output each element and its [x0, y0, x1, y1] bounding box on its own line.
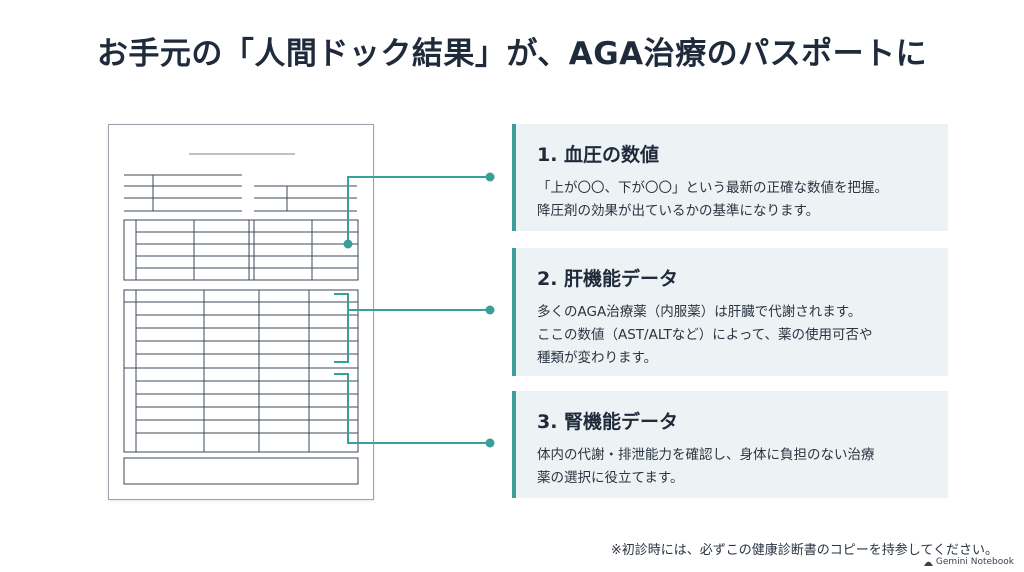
card-line: 降圧剤の効果が出ているかの基準になります。: [537, 203, 820, 219]
card-text: 「上が〇〇、下が〇〇」という最新の正確な数値を把握。 降圧剤の効果が出ているかの…: [537, 177, 930, 223]
card-line: 体内の代謝・排泄能力を確認し、身体に負担のない治療: [537, 447, 875, 463]
card-text: 多くのAGA治療薬（内服薬）は肝臓で代謝されます。 ここの数値（AST/ALTな…: [537, 301, 930, 370]
card-line: 多くのAGA治療薬（内服薬）は肝臓で代謝されます。: [537, 304, 862, 320]
document-icon: [123, 153, 359, 485]
card-text: 体内の代謝・排泄能力を確認し、身体に負担のない治療 薬の選択に役立てます。: [537, 444, 930, 490]
card-heading: 1. 血圧の数値: [537, 144, 660, 166]
card-line: 種類が変わります。: [537, 350, 658, 366]
health-report-document: [108, 124, 374, 500]
card-line: 薬の選択に役立てます。: [537, 470, 684, 486]
card-liver-function: 2. 肝機能データ 多くのAGA治療薬（内服薬）は肝臓で代謝されます。 ここの数…: [512, 248, 948, 376]
page-title: お手元の「人間ドック結果」が、AGA治療のパスポートに: [96, 36, 928, 72]
card-heading: 2. 肝機能データ: [537, 268, 679, 290]
card-line: 「上が〇〇、下が〇〇」という最新の正確な数値を把握。: [537, 180, 888, 196]
footnote: ※初診時には、必ずこの健康診断書のコピーを持参してください。: [610, 543, 998, 558]
card-line: ここの数値（AST/ALTなど）によって、薬の使用可否や: [537, 327, 873, 343]
brand-name: Gemini Notebook: [935, 557, 1014, 567]
card-kidney-function: 3. 腎機能データ 体内の代謝・排泄能力を確認し、身体に負担のない治療 薬の選択…: [512, 391, 948, 498]
card-blood-pressure: 1. 血圧の数値 「上が〇〇、下が〇〇」という最新の正確な数値を把握。 降圧剤の…: [512, 124, 948, 231]
card-heading: 3. 腎機能データ: [537, 411, 679, 433]
notebook-logo-icon: [924, 561, 933, 566]
brand-badge: Gemini Notebook: [924, 557, 1014, 567]
